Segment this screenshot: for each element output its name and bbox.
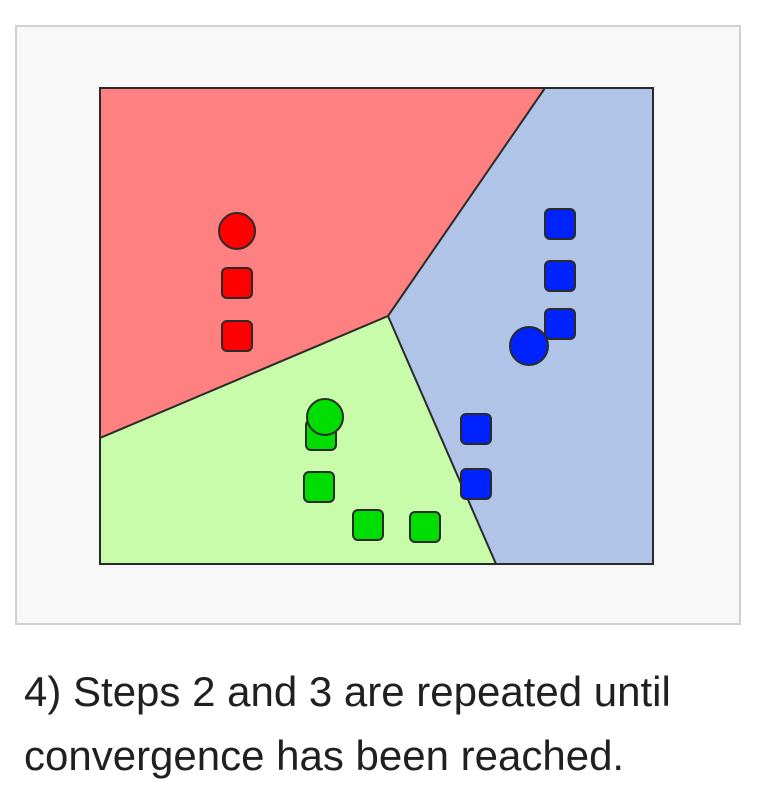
data-point-red bbox=[221, 320, 253, 352]
data-point-blue bbox=[544, 308, 576, 340]
centroid-blue bbox=[509, 326, 549, 366]
region-green bbox=[100, 316, 496, 564]
data-point-blue bbox=[460, 413, 492, 445]
centroid-green bbox=[306, 398, 344, 436]
data-point-red bbox=[221, 267, 253, 299]
boundary-red-blue bbox=[387, 87, 546, 317]
data-point-blue bbox=[544, 260, 576, 292]
caption-line-1: 4) Steps 2 and 3 are repeated until bbox=[24, 668, 671, 715]
voronoi-diagram bbox=[99, 87, 654, 565]
region-blue bbox=[388, 88, 653, 564]
centroid-red bbox=[218, 212, 256, 250]
boundary-red-green bbox=[99, 315, 389, 439]
data-point-green bbox=[409, 511, 441, 543]
boundary-blue-green bbox=[387, 315, 497, 565]
region-red bbox=[100, 88, 545, 438]
figure-caption: 4) Steps 2 and 3 are repeated until conv… bbox=[24, 660, 754, 788]
caption-line-2: convergence has been reached. bbox=[24, 732, 625, 779]
data-point-blue bbox=[544, 208, 576, 240]
data-point-green bbox=[352, 509, 384, 541]
plot-border bbox=[99, 87, 654, 565]
data-point-blue bbox=[460, 468, 492, 500]
data-point-green bbox=[303, 471, 335, 503]
